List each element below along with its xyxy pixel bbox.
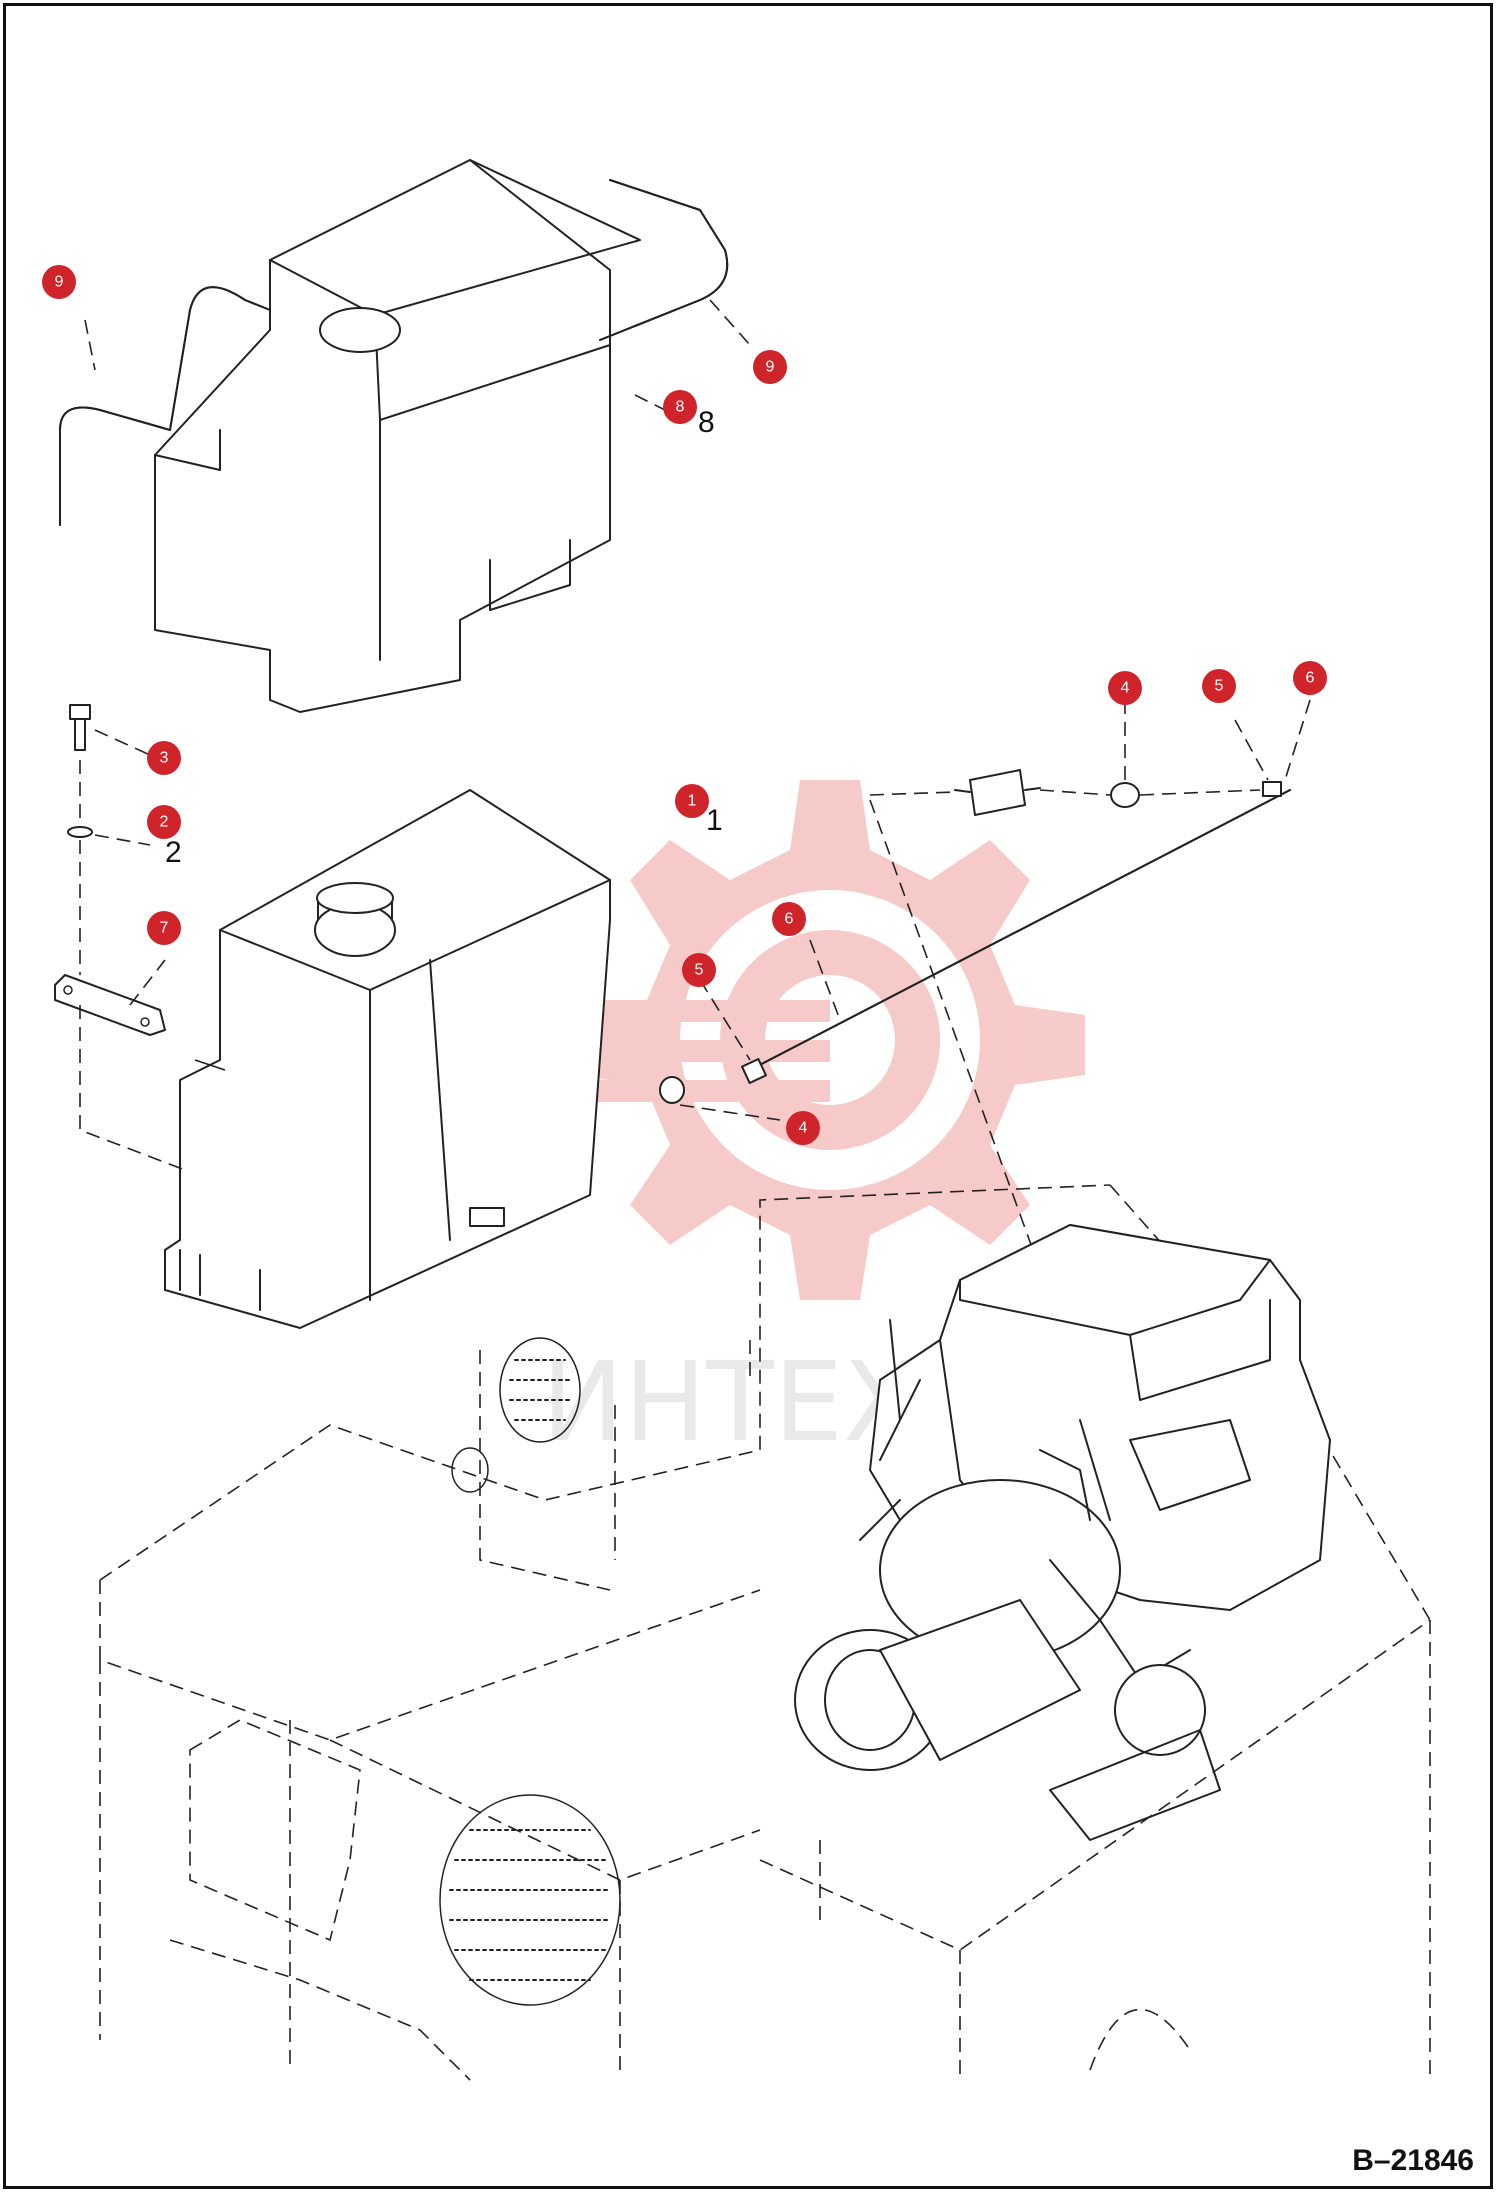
watermark-text: ИНТЕХ [541,1338,918,1466]
svg-text:1: 1 [688,793,697,810]
callout-1[interactable]: 1 [675,784,709,818]
svg-text:6: 6 [1306,670,1315,687]
svg-text:8: 8 [676,399,685,416]
plain-labels: 8 2 1 [165,406,723,869]
drawing-frame [3,3,1493,2189]
bolt-illustration [54,704,186,1171]
callout-4-bottom[interactable]: 4 [786,1111,820,1145]
callout-6-top[interactable]: 6 [1293,661,1327,695]
plain-label-1: 1 [706,804,723,837]
callout-3[interactable]: 3 [147,741,181,775]
svg-text:2: 2 [160,814,169,831]
plain-label-2: 2 [165,836,182,869]
svg-text:7: 7 [160,920,169,937]
svg-text:5: 5 [695,962,704,979]
svg-text:6: 6 [785,911,794,928]
svg-text:4: 4 [799,1120,808,1137]
svg-text:3: 3 [160,750,169,767]
tank-cover-illustration [59,159,751,713]
svg-text:4: 4 [1121,680,1130,697]
callout-9-left[interactable]: 9 [42,265,76,299]
engine-illustration [794,1224,1331,1841]
svg-text:9: 9 [55,274,64,291]
plain-label-8: 8 [698,406,715,439]
drawing-reference-number: B–21846 [1352,2144,1474,2177]
callout-7[interactable]: 7 [147,911,181,945]
callout-4-top[interactable]: 4 [1108,671,1142,705]
fuel-tank-illustration [164,789,611,1329]
callout-5-middle[interactable]: 5 [682,953,716,987]
callout-8[interactable]: 8 [663,390,697,424]
svg-text:9: 9 [766,359,775,376]
svg-text:5: 5 [1215,678,1224,695]
callout-9-right[interactable]: 9 [753,350,787,384]
callout-5-top[interactable]: 5 [1202,669,1236,703]
callout-6-middle[interactable]: 6 [772,902,806,936]
callout-2[interactable]: 2 [147,805,181,839]
